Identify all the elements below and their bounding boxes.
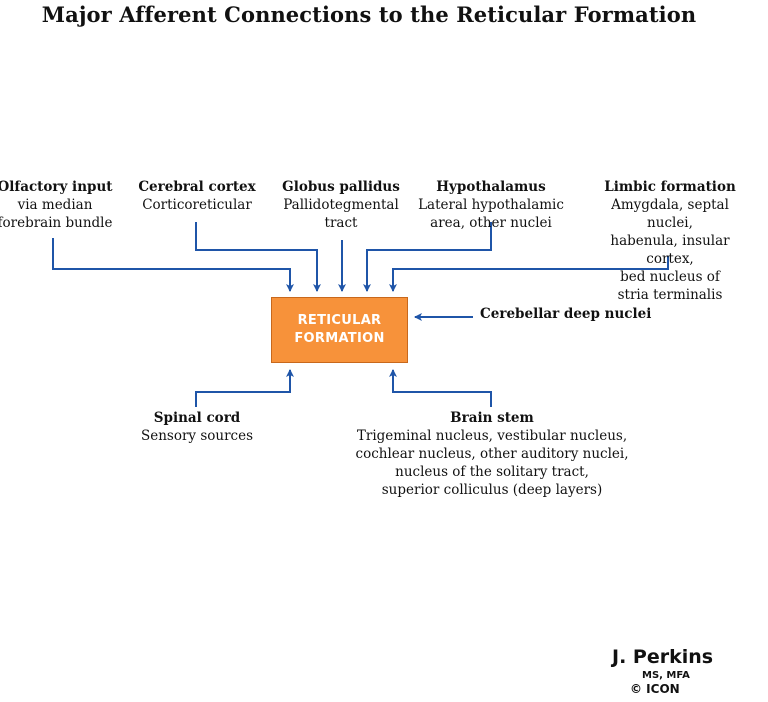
node-heading: Olfactory input bbox=[0, 179, 113, 195]
diagram-title: Major Afferent Connections to the Reticu… bbox=[41, 2, 697, 27]
node-detail: Trigeminal nucleus, vestibular nucleus, … bbox=[355, 428, 629, 498]
node-heading: Limbic formation bbox=[604, 179, 736, 195]
node-heading: Spinal cord bbox=[153, 410, 241, 426]
node-cerebral-cortex: Cerebral cortex Corticoreticular bbox=[138, 178, 255, 214]
publisher-logo: © ICON bbox=[630, 682, 680, 696]
node-globus-pallidus: Globus pallidus Pallidotegmental tract bbox=[282, 178, 400, 232]
arrow-cerebral-cortex bbox=[195, 222, 321, 292]
arrow-spinal-cord bbox=[195, 369, 294, 407]
reticular-formation-label: RETICULAR FORMATION bbox=[294, 313, 385, 346]
node-heading: Cerebral cortex bbox=[138, 179, 256, 195]
arrow-olfactory bbox=[52, 238, 294, 292]
node-detail: via median forebrain bundle bbox=[0, 197, 113, 231]
arrow-limbic-formation bbox=[389, 256, 669, 292]
node-heading: Brain stem bbox=[450, 410, 534, 426]
node-detail: Lateral hypothalamic area, other nuclei bbox=[418, 197, 564, 231]
arrow-hypothalamus bbox=[363, 222, 492, 292]
node-hypothalamus: Hypothalamus Lateral hypothalamic area, … bbox=[418, 178, 564, 232]
node-limbic-formation: Limbic formation Amygdala, septal nuclei… bbox=[604, 178, 736, 304]
arrow-brain-stem bbox=[389, 369, 492, 407]
node-brain-stem: Brain stem Trigeminal nucleus, vestibula… bbox=[356, 409, 629, 499]
artist-credentials: MS, MFA bbox=[642, 670, 690, 681]
reticular-formation-box: RETICULAR FORMATION bbox=[271, 297, 408, 363]
node-cerebellar-deep-nuclei: Cerebellar deep nuclei bbox=[480, 306, 652, 322]
node-olfactory-input: Olfactory input via median forebrain bun… bbox=[0, 178, 113, 232]
node-detail: Pallidotegmental tract bbox=[283, 197, 399, 231]
node-heading: Hypothalamus bbox=[436, 179, 546, 195]
node-spinal-cord: Spinal cord Sensory sources bbox=[141, 409, 253, 445]
node-detail: Corticoreticular bbox=[142, 197, 252, 213]
node-heading: Globus pallidus bbox=[282, 179, 400, 195]
node-detail: Sensory sources bbox=[140, 428, 254, 444]
node-detail: Amygdala, septal nuclei, habenula, insul… bbox=[610, 197, 730, 303]
artist-signature: J. Perkins bbox=[612, 646, 714, 668]
